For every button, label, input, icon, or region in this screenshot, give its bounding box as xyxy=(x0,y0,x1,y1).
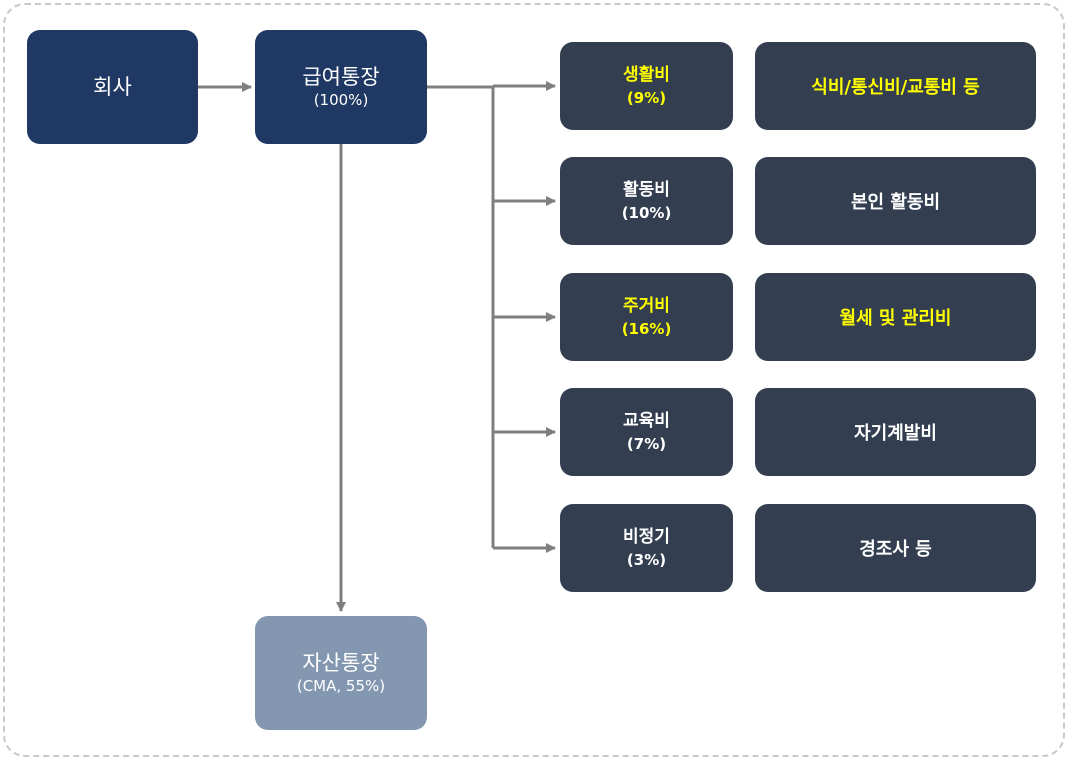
asset-account-sub: (CMA, 55%) xyxy=(296,677,386,695)
category-description: 경조사 등 xyxy=(859,539,932,560)
description-node-living: 식비/통신비/교통비 등 xyxy=(755,42,1036,130)
asset-account-label: 자산통장 xyxy=(302,651,380,675)
asset-account-node: 자산통장 (CMA, 55%) xyxy=(255,616,427,730)
category-node-living: 생활비 (9%) xyxy=(560,42,733,130)
company-node: 회사 xyxy=(27,30,198,144)
description-node-education: 자기계발비 xyxy=(755,388,1036,476)
category-node-activity: 활동비 (10%) xyxy=(560,157,733,245)
category-node-education: 교육비 (7%) xyxy=(560,388,733,476)
description-node-activity: 본인 활동비 xyxy=(755,157,1036,245)
category-percent: (16%) xyxy=(621,320,672,338)
description-node-irregular: 경조사 등 xyxy=(755,504,1036,592)
category-description: 월세 및 관리비 xyxy=(839,308,952,329)
description-node-housing: 월세 및 관리비 xyxy=(755,273,1036,361)
company-label: 회사 xyxy=(93,75,132,99)
category-node-irregular: 비정기 (3%) xyxy=(560,504,733,592)
salary-account-node: 급여통장 (100%) xyxy=(255,30,427,144)
category-percent: (10%) xyxy=(621,204,672,222)
diagram-frame xyxy=(3,3,1065,757)
category-percent: (9%) xyxy=(626,89,667,107)
category-description: 자기계발비 xyxy=(854,423,937,444)
category-label: 교육비 xyxy=(623,411,670,431)
category-label: 생활비 xyxy=(623,65,670,85)
category-label: 활동비 xyxy=(623,180,670,200)
category-description: 식비/통신비/교통비 등 xyxy=(811,77,980,98)
salary-account-label: 급여통장 xyxy=(302,65,380,89)
category-node-housing: 주거비 (16%) xyxy=(560,273,733,361)
category-percent: (7%) xyxy=(626,435,667,453)
category-percent: (3%) xyxy=(626,551,667,569)
salary-account-percent: (100%) xyxy=(313,91,369,109)
category-label: 비정기 xyxy=(623,527,670,547)
category-label: 주거비 xyxy=(623,296,670,316)
category-description: 본인 활동비 xyxy=(850,192,941,213)
